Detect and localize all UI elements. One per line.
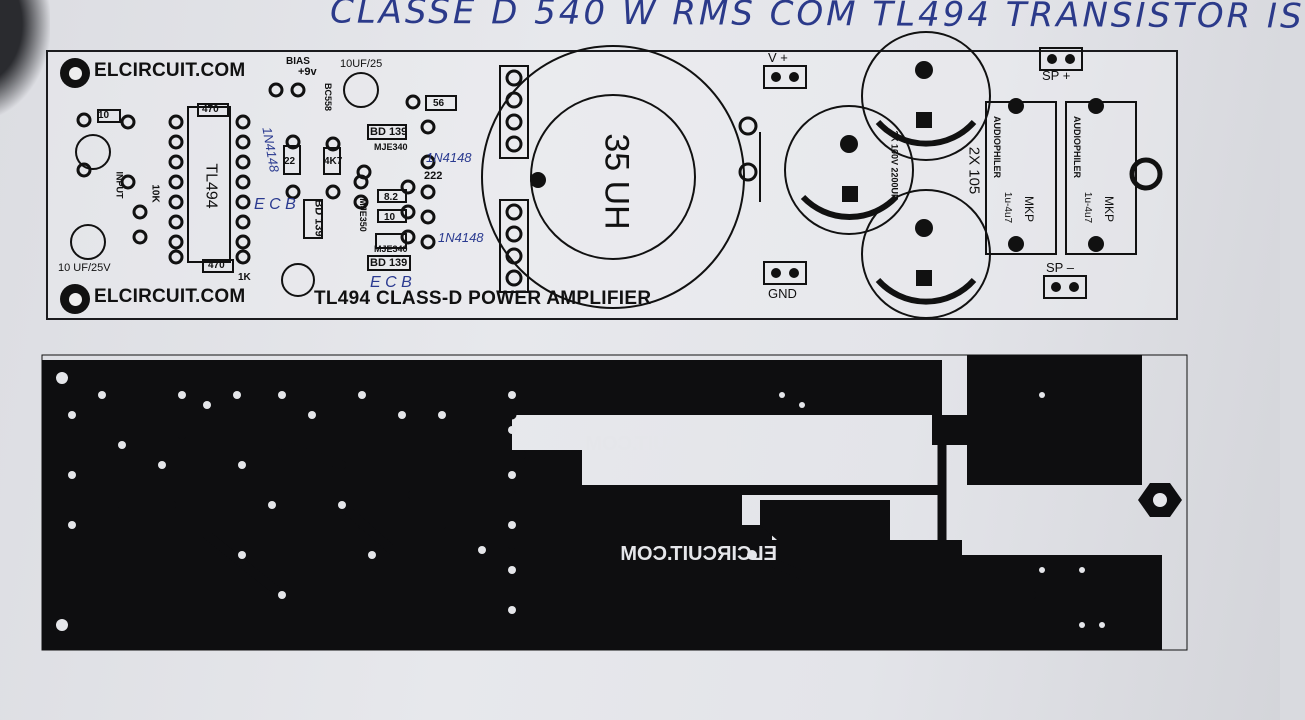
brand-logo-icon: [60, 58, 90, 88]
sp-minus-label: SP –: [1046, 260, 1074, 275]
pcb-trace-drawing: ELCIRCUIT.COM ELCIRCUIT.COM: [41, 354, 1188, 651]
mkp-label-2: MKP: [1102, 195, 1117, 223]
cap-top-label: 10UF/25: [340, 58, 383, 70]
pcb-brand-1: ELCIRCUIT.COM: [585, 433, 742, 455]
v-plus-label: V +: [768, 50, 788, 65]
input-label: INPUT: [114, 171, 125, 199]
gnd-label: GND: [768, 286, 797, 301]
resistor-8-2: 8.2: [384, 192, 398, 203]
pcb-trace-layout: ELCIRCUIT.COM ELCIRCUIT.COM: [41, 354, 1188, 651]
plus9v-label: +9v: [298, 66, 317, 78]
brand-name-top: ELCIRCUIT.COM: [94, 60, 246, 81]
resistor-10b: 10: [384, 212, 396, 223]
inductor-label: 35 UH: [597, 133, 636, 230]
resistor-22: 22: [284, 156, 296, 167]
resistor-56: 56: [433, 98, 445, 109]
component-layout-drawing: [70, 31, 1163, 319]
audiophiler-label-2: AUDIOPHILER: [1072, 115, 1083, 179]
pcb-brand-2: ELCIRCUIT.COM: [620, 543, 777, 565]
transistor-bd139-a: BD 139: [370, 126, 408, 138]
caps-label: 2X 105: [965, 146, 983, 195]
resistor-4k7: 4K7: [324, 156, 343, 167]
mkp-value-2: 1u-4u7: [1082, 191, 1094, 224]
cap-value-label: 2X 100V 2200UF: [889, 130, 900, 200]
desk-shadow: [0, 0, 50, 120]
board-title: TL494 CLASS-D POWER AMPLIFIER: [314, 288, 652, 309]
mkp-value-1: 1u-4u7: [1002, 191, 1014, 224]
handwritten-diode-b: 1N4148: [438, 230, 484, 245]
brand-logo-icon: [60, 284, 90, 314]
resistor-470-b: 470: [208, 260, 225, 271]
transistor-bc558: BC558: [323, 82, 334, 112]
cap-bottom-label: 10 UF/25V: [58, 262, 111, 274]
cap-222: 222: [424, 170, 443, 182]
transistor-mje350: MJE350: [357, 198, 368, 232]
handwritten-title: CLASSE D 540 W RMS COM TL494 TRANSISTOR …: [329, 0, 1305, 37]
mkp-label-1: MKP: [1022, 195, 1037, 223]
resistor-1k: 1K: [238, 272, 251, 283]
resistor-10k: 10K: [149, 184, 161, 203]
component-layout-board: ELCIRCUIT.COM ELCIRCUIT.COM BIAS +9v 10U…: [46, 31, 1178, 320]
bias-label: BIAS: [286, 56, 310, 67]
resistor-10: 10: [98, 110, 110, 121]
transistor-mje340-b: MJE340: [374, 244, 408, 254]
resistor-470-a: 470: [202, 104, 219, 115]
handwritten-ecb-b: E C B: [370, 274, 412, 291]
ic-label: TL494: [202, 163, 220, 209]
audiophiler-label-1: AUDIOPHILER: [992, 115, 1003, 179]
handwritten-ecb-a: E C B: [254, 196, 296, 213]
handwritten-diode-a: 1N4148: [426, 150, 472, 165]
transistor-bd139-c: BD 139: [312, 199, 325, 237]
transistor-bd139-b: BD 139: [370, 257, 408, 269]
brand-name-bottom: ELCIRCUIT.COM: [94, 286, 246, 307]
transistor-mje340-a: MJE340: [374, 142, 408, 152]
sp-plus-label: SP +: [1042, 68, 1071, 83]
